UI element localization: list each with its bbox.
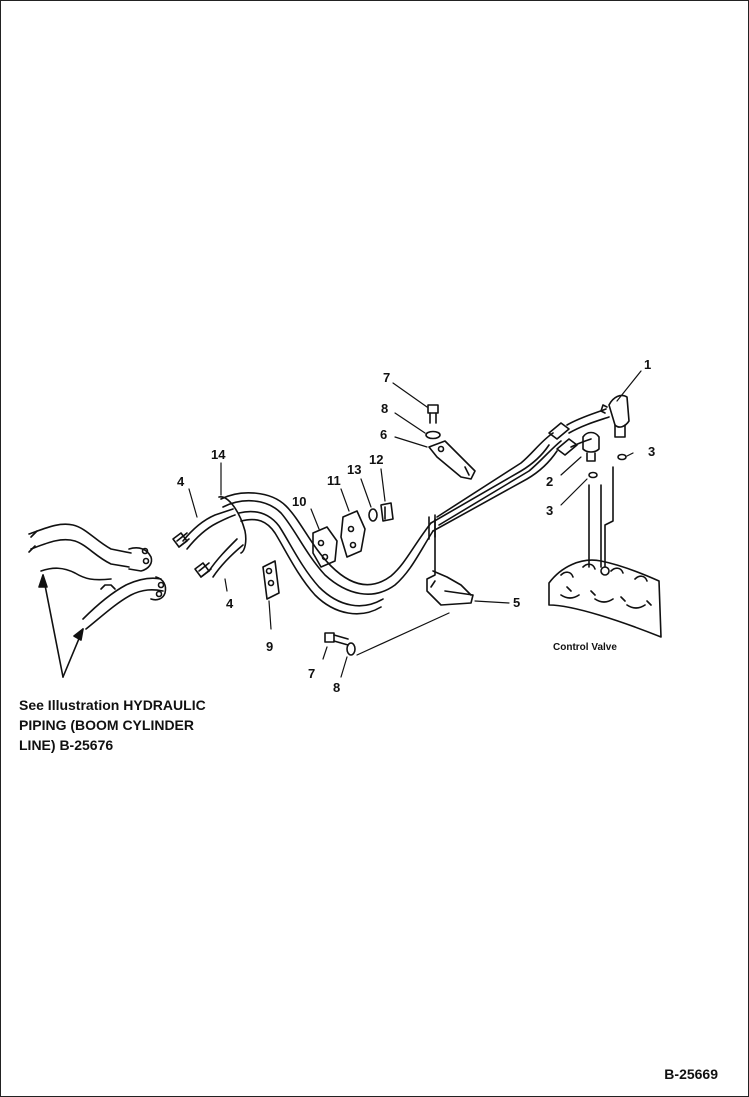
- see-note-line-2: PIPING (BOOM CYLINDER: [19, 717, 195, 733]
- hose-4: [172, 508, 244, 578]
- callout-numbers: 1 2 3 3 4 4 5 6 7 7 8 8 9 10 11 13 12 14…: [177, 357, 655, 695]
- callout-5: 5: [513, 595, 520, 610]
- callout-4-upper: 4: [177, 474, 185, 489]
- o-ring-3-upper: [617, 453, 627, 461]
- main-hose-bundle: [220, 408, 610, 615]
- callout-8-upper: 8: [381, 401, 388, 416]
- callout-4-lower: 4: [226, 596, 234, 611]
- callout-9: 9: [266, 639, 273, 654]
- leader-lines: [188, 370, 642, 678]
- clamp-9: [262, 560, 280, 600]
- boom-cylinder-pipes: [28, 523, 167, 630]
- callout-6: 6: [380, 427, 387, 442]
- callout-8-lower: 8: [333, 680, 340, 695]
- clamp-10: [312, 526, 338, 568]
- bolt-7-lower: [324, 632, 349, 646]
- reference-arrows: [38, 574, 84, 678]
- adapter-2: [582, 431, 600, 462]
- nut-12: [380, 502, 394, 522]
- callout-7-upper: 7: [383, 370, 390, 385]
- control-valve-label: Control Valve: [553, 642, 617, 653]
- bracket-5: [426, 518, 474, 606]
- washer-8-upper: [425, 430, 441, 440]
- elbow-fitting-1: [600, 394, 630, 438]
- callout-3-lower: 3: [546, 503, 553, 518]
- callout-3-upper: 3: [648, 444, 655, 459]
- callout-12: 12: [369, 452, 383, 467]
- callout-7-lower: 7: [308, 666, 315, 681]
- bolt-7-upper: [427, 404, 439, 424]
- callout-10: 10: [292, 494, 306, 509]
- hose-band-14: [218, 496, 247, 554]
- clamp-plate-6: [428, 440, 476, 480]
- control-valve: [548, 466, 662, 638]
- see-note-line-1: See Illustration HYDRAULIC: [19, 697, 206, 713]
- o-ring-3-lower: [588, 471, 598, 479]
- clamp-11: [340, 510, 366, 558]
- callout-11: 11: [327, 473, 341, 488]
- washer-8-lower: [346, 642, 356, 656]
- callout-13: 13: [347, 462, 361, 477]
- callout-14: 14: [211, 447, 226, 462]
- callout-2: 2: [546, 474, 553, 489]
- drawing-number: B-25669: [664, 1066, 718, 1082]
- washer-13: [368, 508, 378, 522]
- see-illustration-note: See Illustration HYDRAULIC PIPING (BOOM …: [19, 695, 224, 755]
- callout-1: 1: [644, 357, 651, 372]
- see-note-line-3: LINE) B-25676: [19, 737, 114, 753]
